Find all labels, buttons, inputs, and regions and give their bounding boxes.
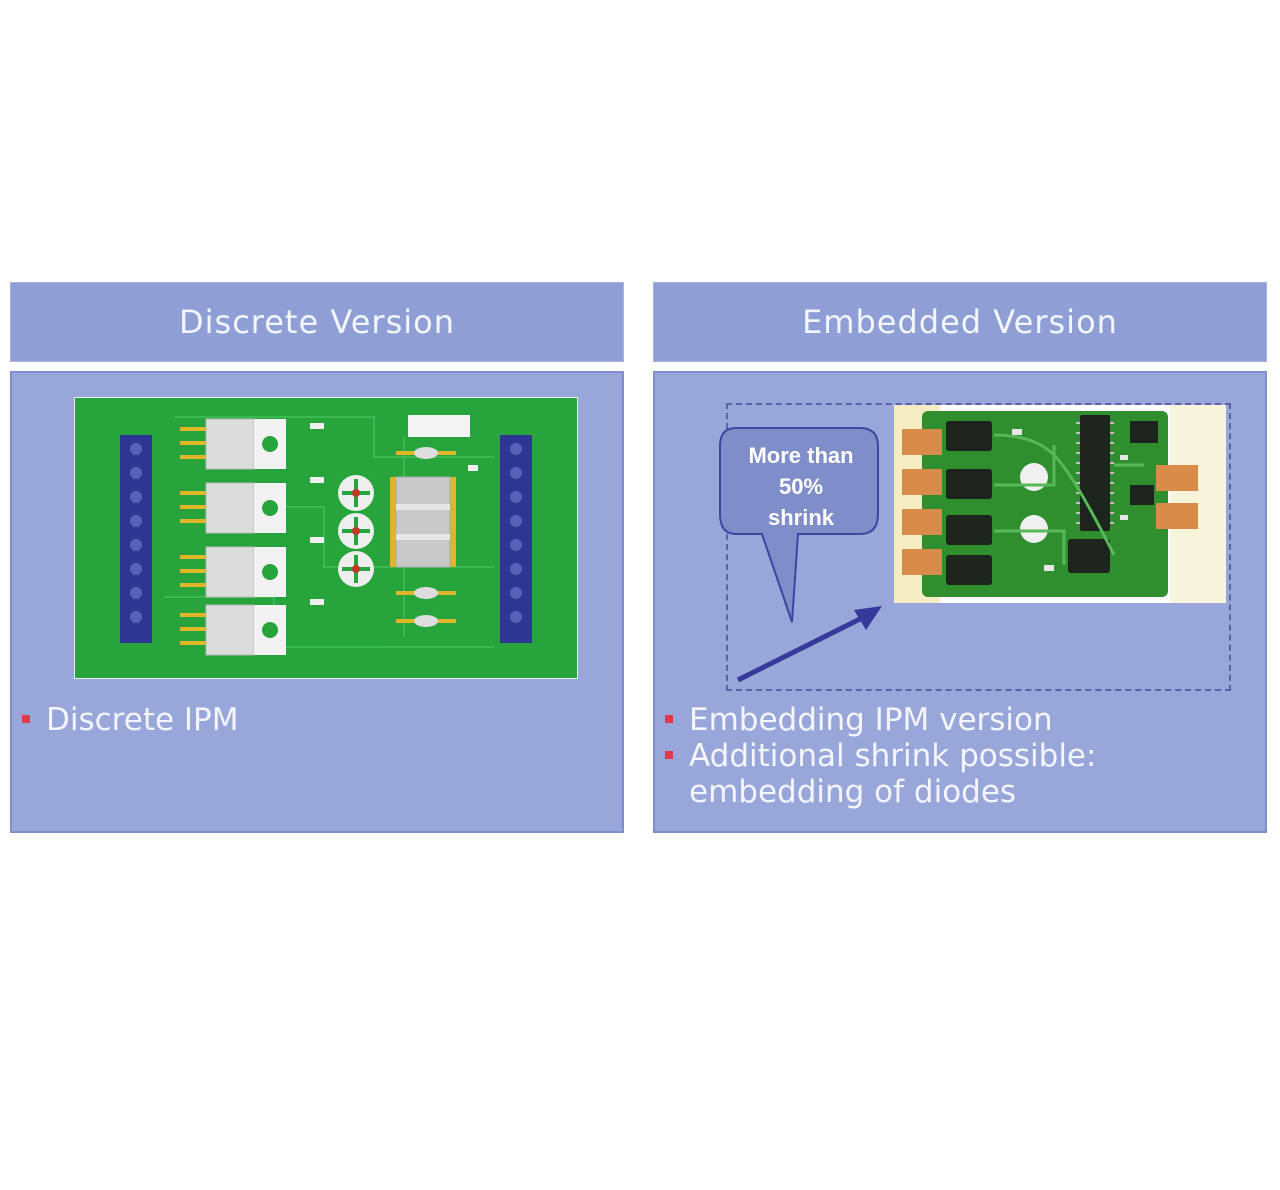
discrete-version-title: Discrete Version xyxy=(178,303,455,341)
discrete-bullet-list: Discrete IPM xyxy=(20,702,600,738)
callout-text: More than 50% shrink xyxy=(724,440,878,533)
bullet-embedding-diodes-continued: embedding of diodes xyxy=(663,774,1253,810)
callout-line-3: shrink xyxy=(767,505,835,530)
shrink-arrow xyxy=(736,606,882,683)
shrink-callout-bubble xyxy=(719,427,879,623)
bullet-discrete-ipm: Discrete IPM xyxy=(20,702,600,738)
embedded-version-header: Embedded Version xyxy=(653,282,1267,362)
embedded-pcb-image xyxy=(894,405,1226,603)
callout-line-1: More than xyxy=(748,443,854,468)
discrete-version-header: Discrete Version xyxy=(10,282,624,362)
bullet-embedding-ipm: Embedding IPM version xyxy=(663,702,1253,738)
bullet-additional-shrink: Additional shrink possible: xyxy=(663,738,1253,774)
embedded-version-title: Embedded Version xyxy=(802,303,1118,341)
embedded-outline-box xyxy=(726,403,1231,691)
embedded-bullet-list: Embedding IPM version Additional shrink … xyxy=(663,702,1253,810)
discrete-pcb-image xyxy=(74,397,578,679)
bullet-continuation-text: embedding of diodes xyxy=(689,774,1017,810)
callout-line-2: 50% xyxy=(778,474,824,499)
